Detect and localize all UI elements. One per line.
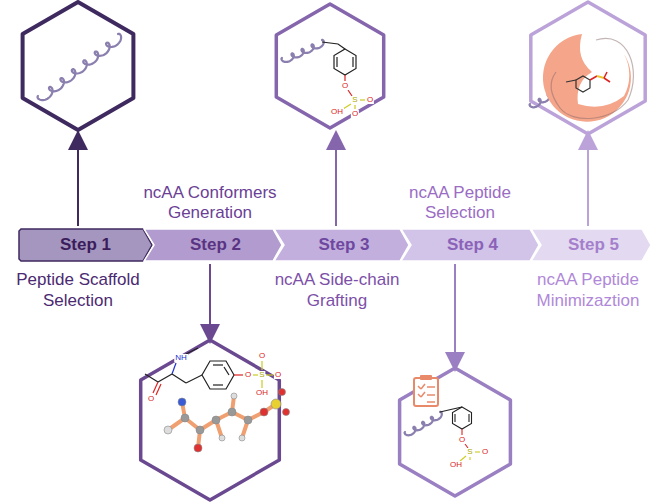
atom-symbol: O xyxy=(274,371,282,379)
peptide-helix xyxy=(38,34,122,100)
step-label: Step 3 xyxy=(318,235,369,255)
peptide-helix xyxy=(282,40,324,62)
hexagon-frame xyxy=(276,4,383,128)
atom-symbol: O xyxy=(244,371,252,379)
peptide-helix xyxy=(405,412,442,435)
atom-symbol: S xyxy=(258,371,265,379)
atom-symbol: S xyxy=(351,96,358,104)
atom-symbol: OH xyxy=(449,461,463,469)
atom-symbol: O xyxy=(458,436,466,444)
atom-symbol: O xyxy=(147,395,155,403)
step-label: Step 1 xyxy=(60,235,111,255)
atom-symbol: OH xyxy=(330,108,344,116)
step-caption: ncAA Side-chain Grafting xyxy=(262,270,412,311)
step-chevron: Step 4 xyxy=(400,228,540,262)
step-chevron: Step 2 xyxy=(143,228,283,262)
step-label: Step 2 xyxy=(190,235,241,255)
step-chevron: Step 3 xyxy=(273,228,410,262)
step-caption: Peptide Scaffold Selection xyxy=(8,270,148,311)
step-label: Step 5 xyxy=(568,235,619,255)
step-chevron: Step 5 xyxy=(530,228,652,262)
atom-symbol: O xyxy=(341,82,349,90)
hexagon-frame xyxy=(531,2,645,134)
atom-symbol: O xyxy=(481,448,489,456)
atom-symbol: S xyxy=(466,448,473,456)
atom-symbol: O xyxy=(351,110,359,118)
atom-symbol: NH xyxy=(174,354,188,362)
hexagon-frame xyxy=(23,2,134,130)
step-caption: ncAA Peptide Selection xyxy=(390,183,530,224)
hexagon-frame xyxy=(141,340,280,500)
step-caption: ncAA Peptide Minimizaztion xyxy=(515,270,661,311)
step-caption: ncAA Conformers Generation xyxy=(130,183,290,224)
step-label: Step 4 xyxy=(447,235,498,255)
atom-symbol: OH xyxy=(255,389,269,397)
step-chevron: Step 1 xyxy=(18,228,153,262)
hexagon-frame xyxy=(400,368,511,496)
atom-symbol: O xyxy=(366,96,374,104)
atom-symbol: O xyxy=(258,352,266,360)
